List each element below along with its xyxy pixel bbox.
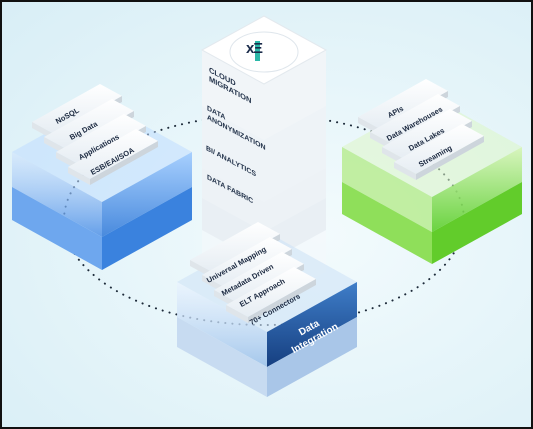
bottom-cards — [190, 222, 316, 323]
center-tower — [200, 15, 328, 307]
right-cards — [358, 79, 484, 180]
logo-bar-icon — [255, 41, 260, 61]
logo-text: xΞ — [246, 40, 263, 57]
left-cards — [32, 84, 158, 185]
logo-disc — [229, 31, 299, 73]
